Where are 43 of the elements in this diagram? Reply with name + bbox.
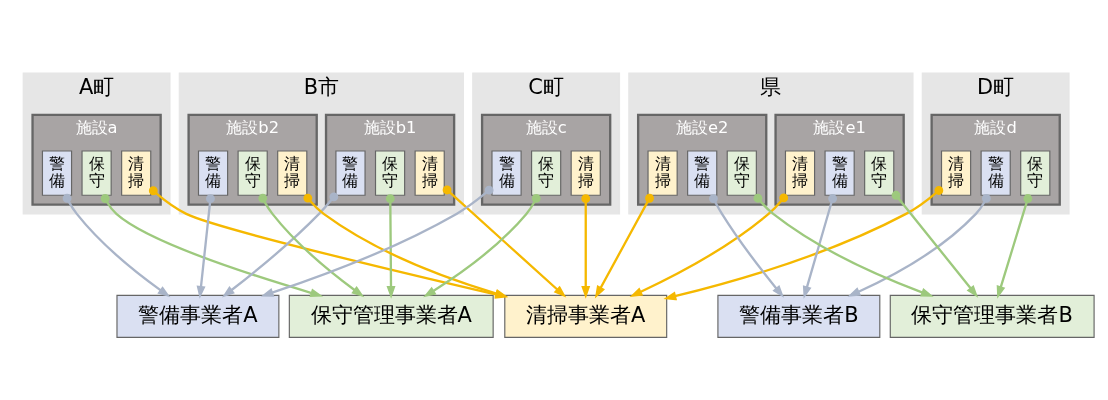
node-box: 清掃 xyxy=(784,149,816,196)
node-box: 警備 xyxy=(491,149,522,196)
node-box: 清掃 xyxy=(277,149,308,196)
node-box: 警備事業者B xyxy=(717,294,881,338)
arrow xyxy=(709,193,785,298)
node-box: 保守 xyxy=(1020,149,1051,196)
arrow xyxy=(62,193,171,297)
node-box: 清掃 xyxy=(414,149,445,196)
arrow xyxy=(100,193,324,297)
arrow xyxy=(196,193,215,299)
arrow xyxy=(753,193,934,297)
arrow xyxy=(222,191,339,297)
node-box: 清掃 xyxy=(940,149,972,196)
arrow xyxy=(385,193,396,299)
node-box: 警備 xyxy=(687,149,718,196)
node-box: 清掃 xyxy=(647,149,678,196)
node-box: 警備事業者A xyxy=(116,294,280,338)
arrow xyxy=(629,193,789,297)
arrow xyxy=(891,190,979,298)
node-box: 清掃 xyxy=(570,149,601,196)
node-box: 保守 xyxy=(374,149,406,196)
node-box: 警備 xyxy=(41,149,73,196)
arrow xyxy=(663,185,944,300)
node-box: 保守 xyxy=(81,149,112,196)
node-box: 警備 xyxy=(824,149,855,196)
node-box: 保守 xyxy=(864,149,895,196)
node-box: 保守 xyxy=(726,149,757,196)
node-box: 警備 xyxy=(335,149,366,196)
arrow xyxy=(996,193,1033,299)
arrow xyxy=(802,193,838,299)
arrow xyxy=(260,185,494,297)
node-box: 保守 xyxy=(531,149,562,196)
node-box: 保守管理事業者A xyxy=(288,294,494,338)
node-box: 清掃 xyxy=(121,149,152,196)
arrow xyxy=(847,193,991,297)
node-box: 警備 xyxy=(197,149,229,196)
arrow xyxy=(594,193,654,298)
arrow xyxy=(258,193,365,297)
node-box: 警備 xyxy=(980,149,1011,196)
arrow xyxy=(581,193,591,299)
node-box: 保守管理事業者B xyxy=(889,294,1095,338)
node-box: 保守 xyxy=(237,149,268,196)
node-box: 清掃事業者A xyxy=(504,294,668,338)
